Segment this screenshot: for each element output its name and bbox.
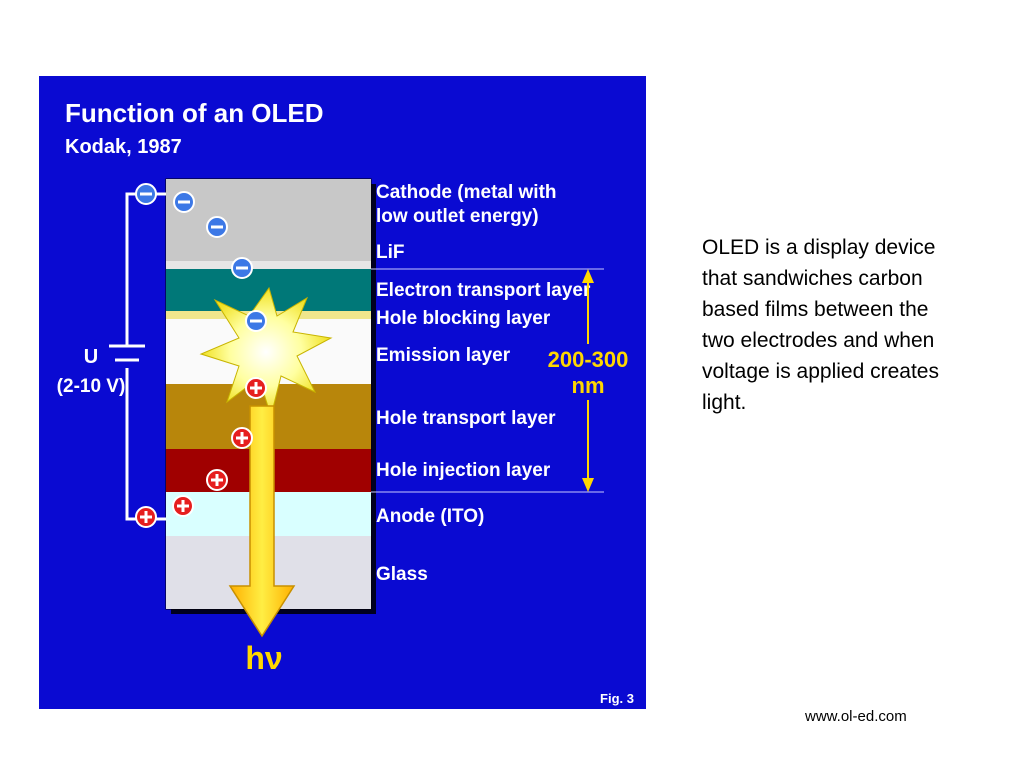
light-output-arrow-icon	[228, 405, 296, 638]
voltage-range: (2-10 V)	[57, 376, 126, 397]
hole-icon	[135, 506, 157, 528]
electron-charges	[135, 183, 267, 332]
label-lif: LiF	[376, 242, 405, 263]
label-hole-transport: Hole transport layer	[376, 408, 556, 429]
hole-icon	[231, 427, 253, 449]
figure-number: Fig. 3	[600, 691, 634, 706]
figure-title: Function of an OLED	[65, 98, 324, 128]
source-link[interactable]: www.ol-ed.com	[805, 708, 907, 725]
label-anode: Anode (ITO)	[376, 506, 484, 527]
figure-subtitle: Kodak, 1987	[65, 136, 182, 158]
label-cathode-line2: low outlet energy)	[376, 206, 539, 227]
voltage-symbol: U	[84, 346, 98, 368]
hole-icon	[245, 377, 267, 399]
label-electron-transport: Electron transport layer	[376, 280, 591, 301]
hole-icon	[206, 469, 228, 491]
label-hole-injection: Hole injection layer	[376, 460, 551, 481]
electron-icon	[135, 183, 157, 205]
label-cathode: Cathode (metal with	[376, 182, 557, 203]
electron-icon	[206, 216, 228, 238]
layer-lif	[166, 261, 371, 269]
oled-diagram: Function of an OLED Kodak, 1987 Cathode …	[39, 76, 646, 709]
oled-diagram-svg: Function of an OLED Kodak, 1987 Cathode …	[57, 98, 634, 706]
thickness-label: 200-300	[548, 347, 629, 372]
thickness-unit: nm	[572, 373, 605, 398]
hole-charges	[135, 377, 267, 528]
electron-icon	[231, 257, 253, 279]
layer-cathode	[166, 179, 371, 261]
circuit-wire-dashes	[157, 193, 166, 520]
label-glass: Glass	[376, 564, 428, 585]
label-hole-blocking: Hole blocking layer	[376, 308, 551, 329]
hole-icon	[172, 495, 194, 517]
description-text: OLED is a display device that sandwiches…	[702, 236, 939, 414]
circuit-wire	[109, 192, 166, 521]
photon-label: hν	[245, 640, 282, 676]
electron-icon	[245, 310, 267, 332]
label-emission: Emission layer	[376, 345, 511, 366]
thickness-label-bg	[552, 344, 624, 400]
electron-icon	[173, 191, 195, 213]
